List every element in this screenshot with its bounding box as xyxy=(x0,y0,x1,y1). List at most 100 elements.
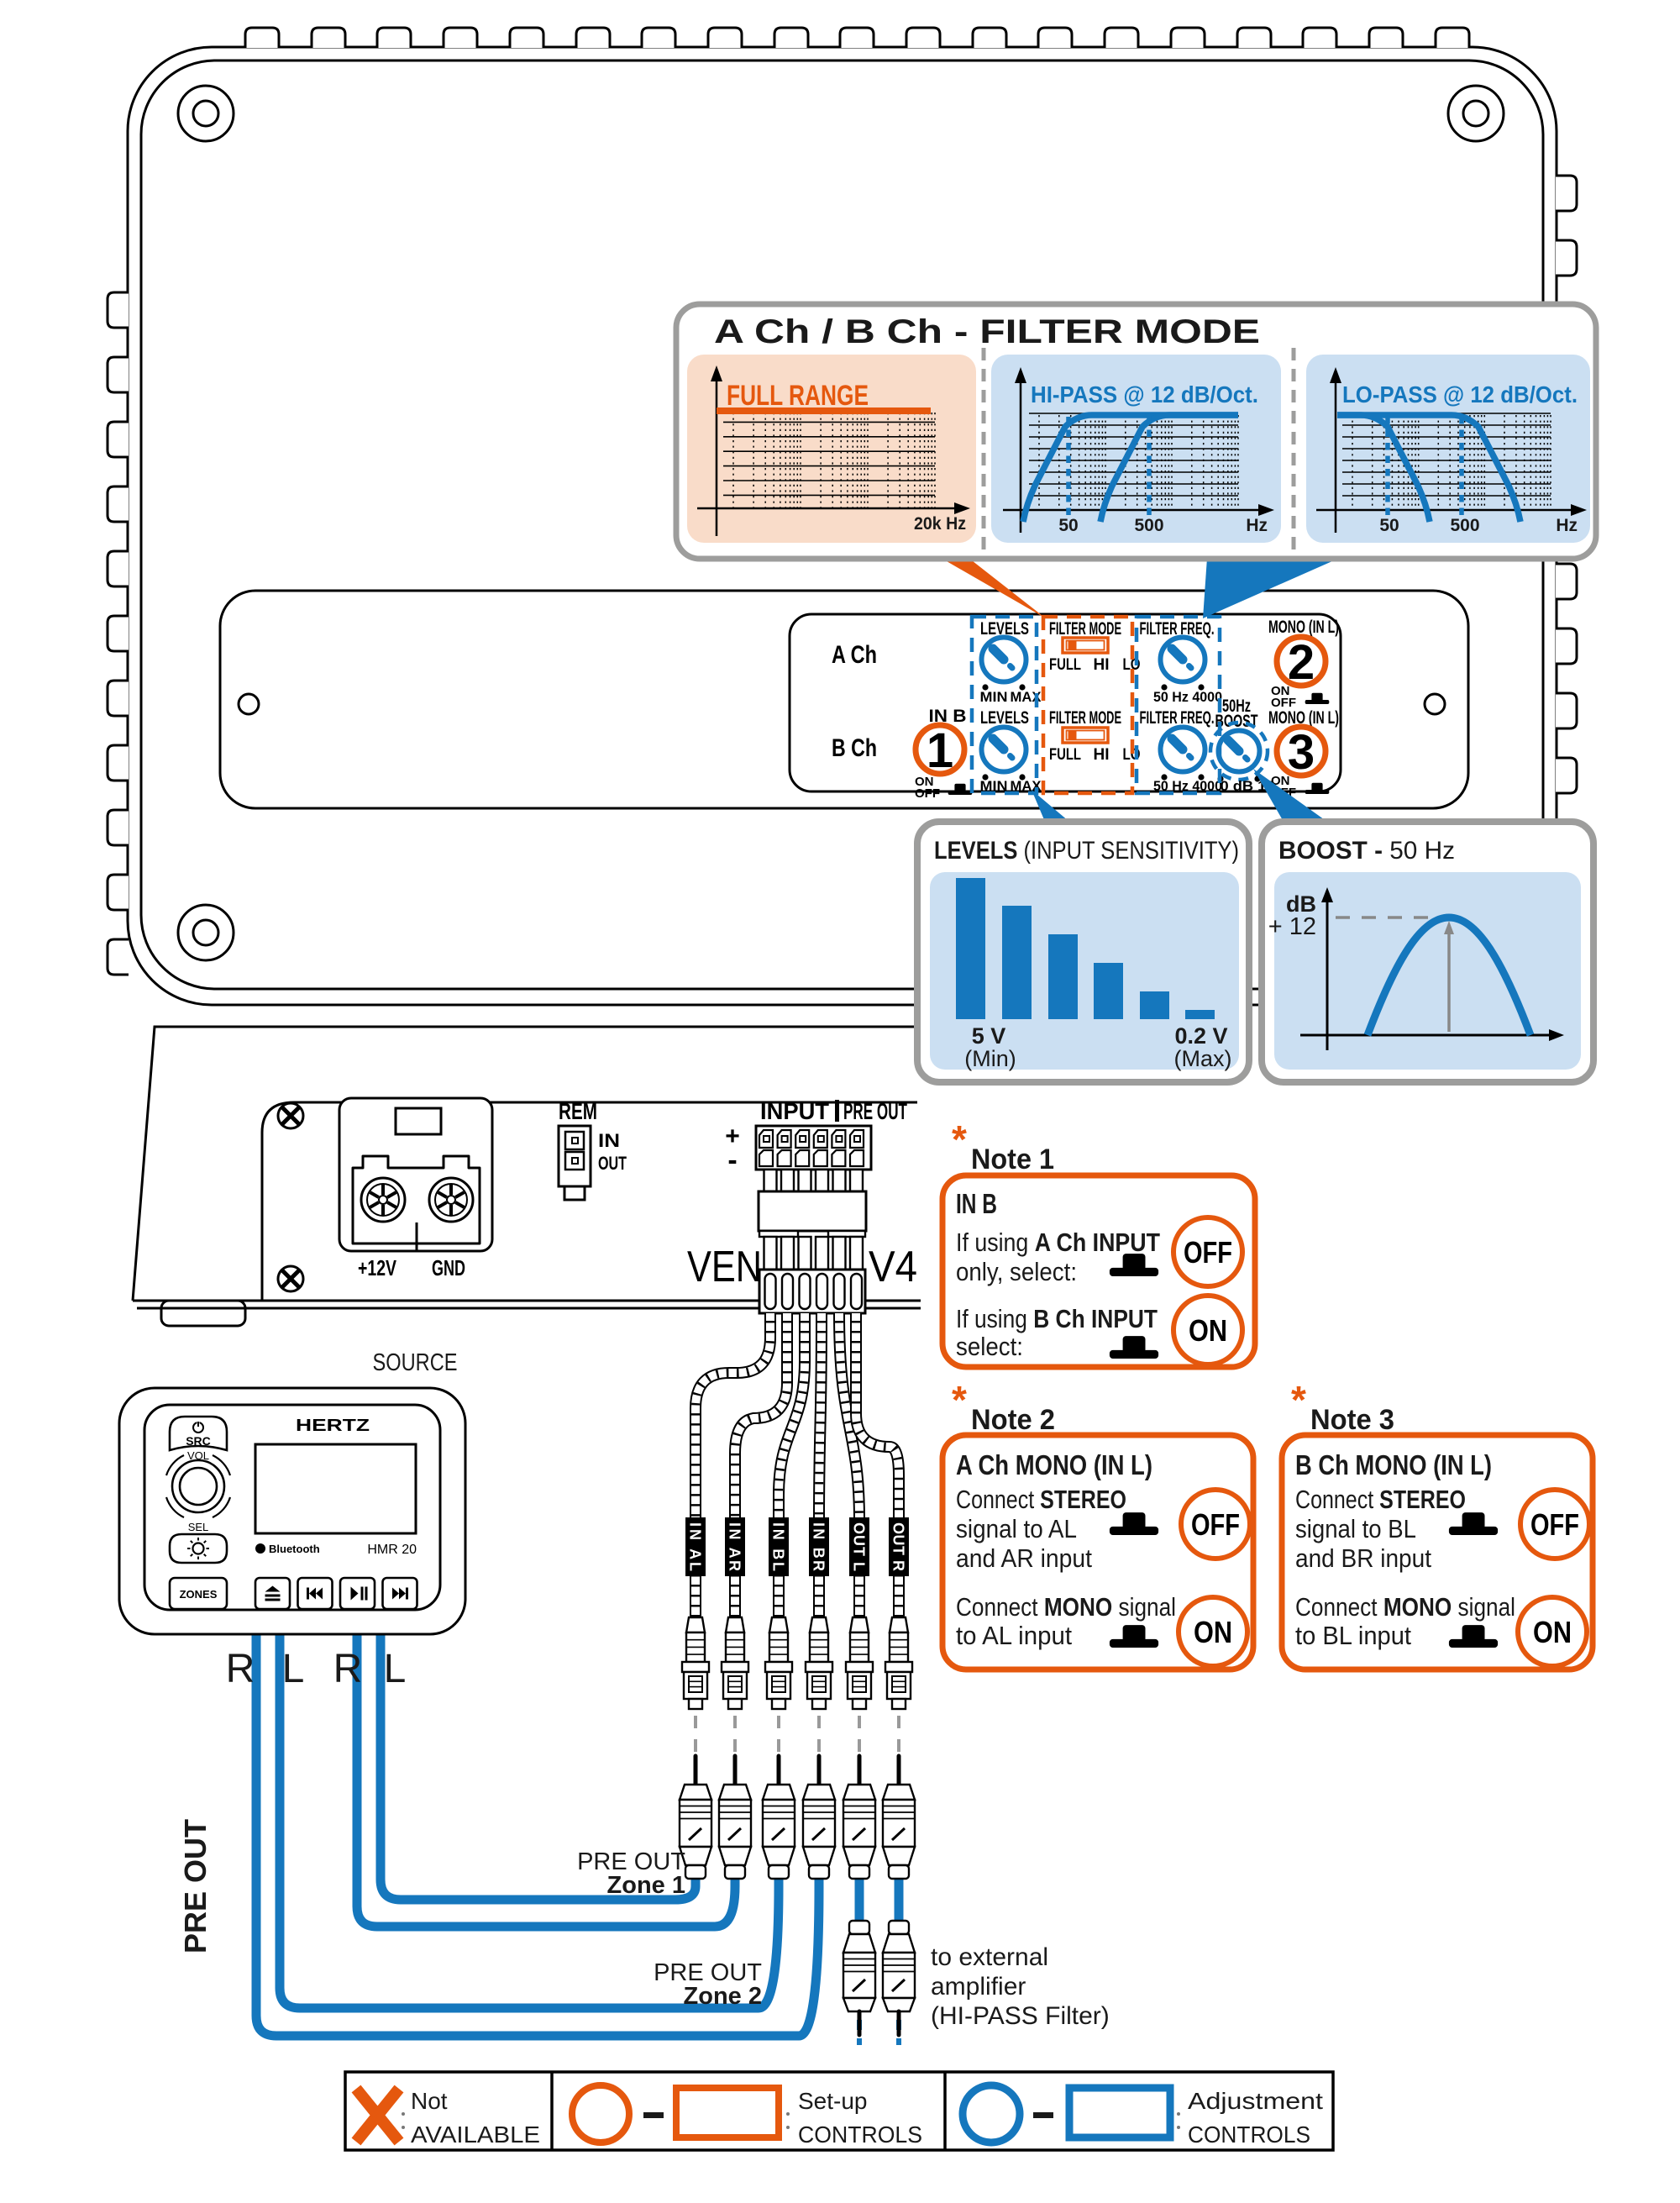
svg-text:If using B Ch INPUT: If using B Ch INPUT xyxy=(956,1304,1158,1333)
svg-text:A Ch: A Ch xyxy=(832,641,877,669)
svg-text:Zone 2: Zone 2 xyxy=(684,1983,762,2010)
svg-text:FULL: FULL xyxy=(1049,746,1081,764)
svg-text:only, select:: only, select: xyxy=(956,1257,1077,1286)
svg-text:1: 1 xyxy=(927,723,953,778)
svg-text:Set-up: Set-up xyxy=(798,2088,868,2114)
svg-text:MAX: MAX xyxy=(1011,778,1042,794)
svg-text:50: 50 xyxy=(1058,516,1078,535)
svg-text:Note 1: Note 1 xyxy=(971,1144,1054,1175)
svg-text:HERTZ: HERTZ xyxy=(296,1417,370,1435)
svg-text:B Ch: B Ch xyxy=(832,734,877,762)
svg-text:AVAILABLE: AVAILABLE xyxy=(411,2122,540,2148)
svg-text:Connect MONO signal: Connect MONO signal xyxy=(1295,1592,1515,1622)
svg-text:CONTROLS: CONTROLS xyxy=(798,2122,922,2148)
svg-text:and AR input: and AR input xyxy=(956,1543,1092,1573)
svg-text:OUT L: OUT L xyxy=(851,1522,868,1571)
svg-text:+ 12: + 12 xyxy=(1268,913,1316,940)
svg-text:LEVELS: LEVELS xyxy=(980,708,1029,728)
svg-text:V4: V4 xyxy=(869,1243,917,1291)
svg-text:(HI-PASS Filter): (HI-PASS Filter) xyxy=(931,2002,1110,2030)
svg-text:to BL input: to BL input xyxy=(1295,1621,1411,1650)
svg-text:REM: REM xyxy=(559,1098,597,1124)
svg-text:FULL: FULL xyxy=(1049,656,1081,674)
svg-text:50 Hz 4000: 50 Hz 4000 xyxy=(1153,778,1222,794)
svg-text:HI-PASS @ 12 dB/Oct.: HI-PASS @ 12 dB/Oct. xyxy=(1031,381,1258,407)
svg-text:SRC: SRC xyxy=(186,1434,211,1448)
svg-text:FILTER FREQ.: FILTER FREQ. xyxy=(1140,619,1215,639)
svg-text:FILTER MODE: FILTER MODE xyxy=(1049,619,1121,639)
svg-text:CONTROLS: CONTROLS xyxy=(1188,2122,1310,2148)
svg-text:FULL RANGE: FULL RANGE xyxy=(727,380,869,412)
svg-text:ON: ON xyxy=(1194,1615,1232,1649)
svg-text:MIN: MIN xyxy=(980,689,1008,705)
svg-text:and BR input: and BR input xyxy=(1295,1543,1431,1573)
svg-text:SOURCE: SOURCE xyxy=(373,1349,458,1376)
svg-text:+: + xyxy=(725,1123,740,1150)
svg-text:LO-PASS @ 12 dB/Oct.: LO-PASS @ 12 dB/Oct. xyxy=(1342,381,1578,407)
svg-text:ON: ON xyxy=(1271,684,1290,698)
svg-text:ON: ON xyxy=(1533,1615,1572,1649)
svg-text:500: 500 xyxy=(1450,516,1479,535)
svg-text:Hz: Hz xyxy=(1246,516,1268,535)
svg-text:to AL input: to AL input xyxy=(956,1621,1072,1650)
svg-text:(Max): (Max) xyxy=(1174,1046,1232,1071)
svg-text:MIN: MIN xyxy=(980,778,1008,794)
svg-text:2: 2 xyxy=(1288,635,1315,690)
svg-text:+12V: +12V xyxy=(358,1255,396,1280)
svg-text:OFF: OFF xyxy=(915,786,940,801)
svg-text:PRE OUT: PRE OUT xyxy=(843,1098,907,1124)
svg-text:Not: Not xyxy=(411,2088,448,2114)
svg-text:Note 2: Note 2 xyxy=(971,1404,1055,1436)
svg-text:OFF: OFF xyxy=(1191,1507,1240,1542)
svg-text:HMR 20: HMR 20 xyxy=(367,1543,417,1557)
svg-text:A Ch / B Ch - FILTER MODE: A Ch / B Ch - FILTER MODE xyxy=(714,313,1260,350)
svg-text:FILTER FREQ.: FILTER FREQ. xyxy=(1140,708,1215,728)
svg-text:LEVELS (INPUT SENSITIVITY): LEVELS (INPUT SENSITIVITY) xyxy=(934,837,1239,865)
svg-text:3: 3 xyxy=(1288,725,1315,780)
svg-text:IN AR: IN AR xyxy=(727,1522,743,1571)
svg-text:PRE OUT: PRE OUT xyxy=(654,1959,762,1986)
svg-text:to external: to external xyxy=(931,1943,1048,1971)
svg-text:INPUT: INPUT xyxy=(760,1098,829,1124)
svg-text:Bluetooth: Bluetooth xyxy=(269,1543,320,1555)
svg-text:OUT: OUT xyxy=(598,1153,627,1174)
svg-text:R: R xyxy=(226,1647,255,1691)
svg-text:PRE OUT: PRE OUT xyxy=(577,1848,685,1875)
svg-text:If using A Ch INPUT: If using A Ch INPUT xyxy=(956,1228,1160,1257)
svg-text:(Min): (Min) xyxy=(964,1046,1016,1071)
svg-text:MONO (IN L): MONO (IN L) xyxy=(1268,618,1339,637)
svg-text:OUT R: OUT R xyxy=(890,1522,907,1571)
svg-text:*: * xyxy=(952,1117,967,1161)
svg-text:IN: IN xyxy=(598,1130,620,1151)
svg-text:HI: HI xyxy=(1094,746,1110,764)
svg-text:SEL: SEL xyxy=(188,1521,209,1533)
svg-text:IN B: IN B xyxy=(929,707,967,726)
svg-text:Zone 1: Zone 1 xyxy=(607,1872,685,1899)
svg-text:VOL: VOL xyxy=(187,1449,209,1462)
svg-text:L: L xyxy=(384,1647,407,1691)
svg-text:A Ch MONO (IN L): A Ch MONO (IN L) xyxy=(956,1449,1152,1480)
svg-text:Connect STEREO: Connect STEREO xyxy=(956,1485,1126,1514)
svg-text:20k Hz: 20k Hz xyxy=(914,514,966,534)
svg-text:OFF: OFF xyxy=(1271,696,1296,710)
svg-text:OFF: OFF xyxy=(1530,1507,1579,1542)
svg-text:PRE OUT: PRE OUT xyxy=(178,1819,213,1953)
svg-text:500: 500 xyxy=(1134,516,1163,535)
svg-text:signal to BL: signal to BL xyxy=(1295,1514,1416,1543)
svg-text:*: * xyxy=(952,1378,967,1422)
svg-text:VEN: VEN xyxy=(687,1243,762,1291)
svg-text:Hz: Hz xyxy=(1556,516,1578,535)
svg-text:-: - xyxy=(727,1144,737,1176)
svg-text:amplifier: amplifier xyxy=(931,1973,1026,2001)
svg-text:ON: ON xyxy=(1271,774,1290,788)
svg-text:Connect STEREO: Connect STEREO xyxy=(1295,1485,1466,1514)
svg-text:50 Hz 4000: 50 Hz 4000 xyxy=(1153,689,1222,705)
svg-text:ON: ON xyxy=(915,775,934,789)
svg-text:GND: GND xyxy=(432,1255,465,1280)
svg-text:dB: dB xyxy=(1286,891,1316,917)
svg-text:B Ch MONO (IN L): B Ch MONO (IN L) xyxy=(1295,1449,1492,1480)
svg-text:IN BR: IN BR xyxy=(811,1522,827,1571)
svg-text:HI: HI xyxy=(1094,656,1110,674)
svg-text:BOOST - 50 Hz: BOOST - 50 Hz xyxy=(1278,837,1455,865)
svg-text:OFF: OFF xyxy=(1184,1235,1232,1270)
